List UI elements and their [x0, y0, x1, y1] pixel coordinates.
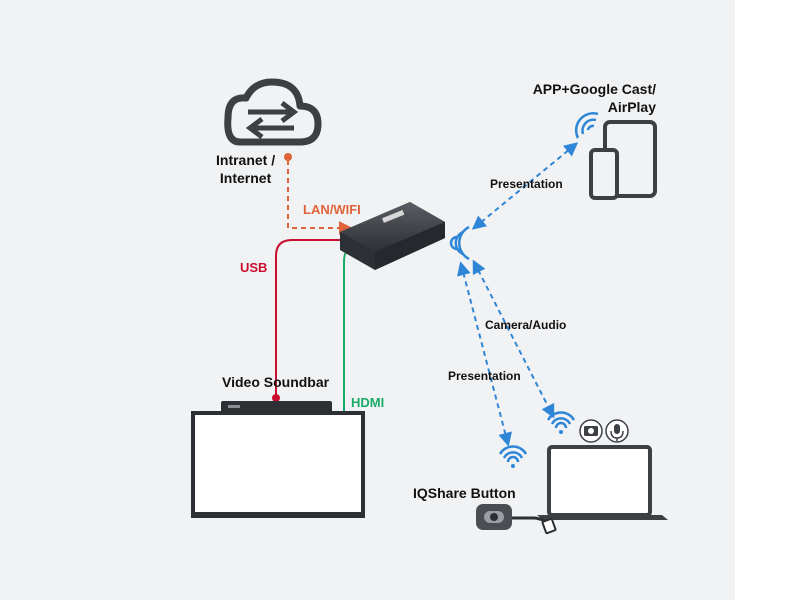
laptop-icon	[537, 445, 668, 520]
cloud-label: Intranet / Internet	[216, 152, 276, 186]
app-label: APP+Google Cast/ AirPlay	[532, 81, 656, 115]
camera-icon	[579, 419, 603, 443]
iqshare-label: IQShare Button	[413, 485, 516, 501]
microphone-icon	[605, 419, 629, 443]
diagram-svg	[191, 78, 668, 535]
hdmi-label: HDMI	[351, 395, 385, 410]
iqshare-button-device	[476, 504, 557, 535]
wifi-icon	[449, 225, 470, 261]
hdmi-connection	[343, 249, 390, 412]
camera-audio-link	[472, 259, 555, 419]
presentation-top-label: Presentation	[490, 177, 563, 191]
wifi-icon	[498, 445, 528, 468]
presentation-link-bottom	[457, 261, 512, 447]
video-soundbar	[221, 401, 332, 413]
lan-label: LAN/WIFI	[303, 202, 361, 217]
presentation-link-top	[471, 142, 579, 230]
usb-label: USB	[240, 260, 268, 275]
presentation-bottom-label: Presentation	[448, 369, 521, 383]
phone-icon	[589, 148, 619, 200]
lan-connection	[284, 153, 353, 235]
display-screen	[191, 411, 365, 518]
camera-audio-label: Camera/Audio	[485, 318, 567, 332]
central-hub-device	[340, 202, 445, 270]
soundbar-label: Video Soundbar	[222, 374, 330, 390]
cloud-sync-icon	[224, 78, 322, 146]
diagram-canvas: Intranet / Internet LAN/WIFI USB HDMI Vi…	[0, 0, 735, 600]
wifi-icon	[574, 112, 599, 139]
wifi-icon	[546, 411, 576, 434]
